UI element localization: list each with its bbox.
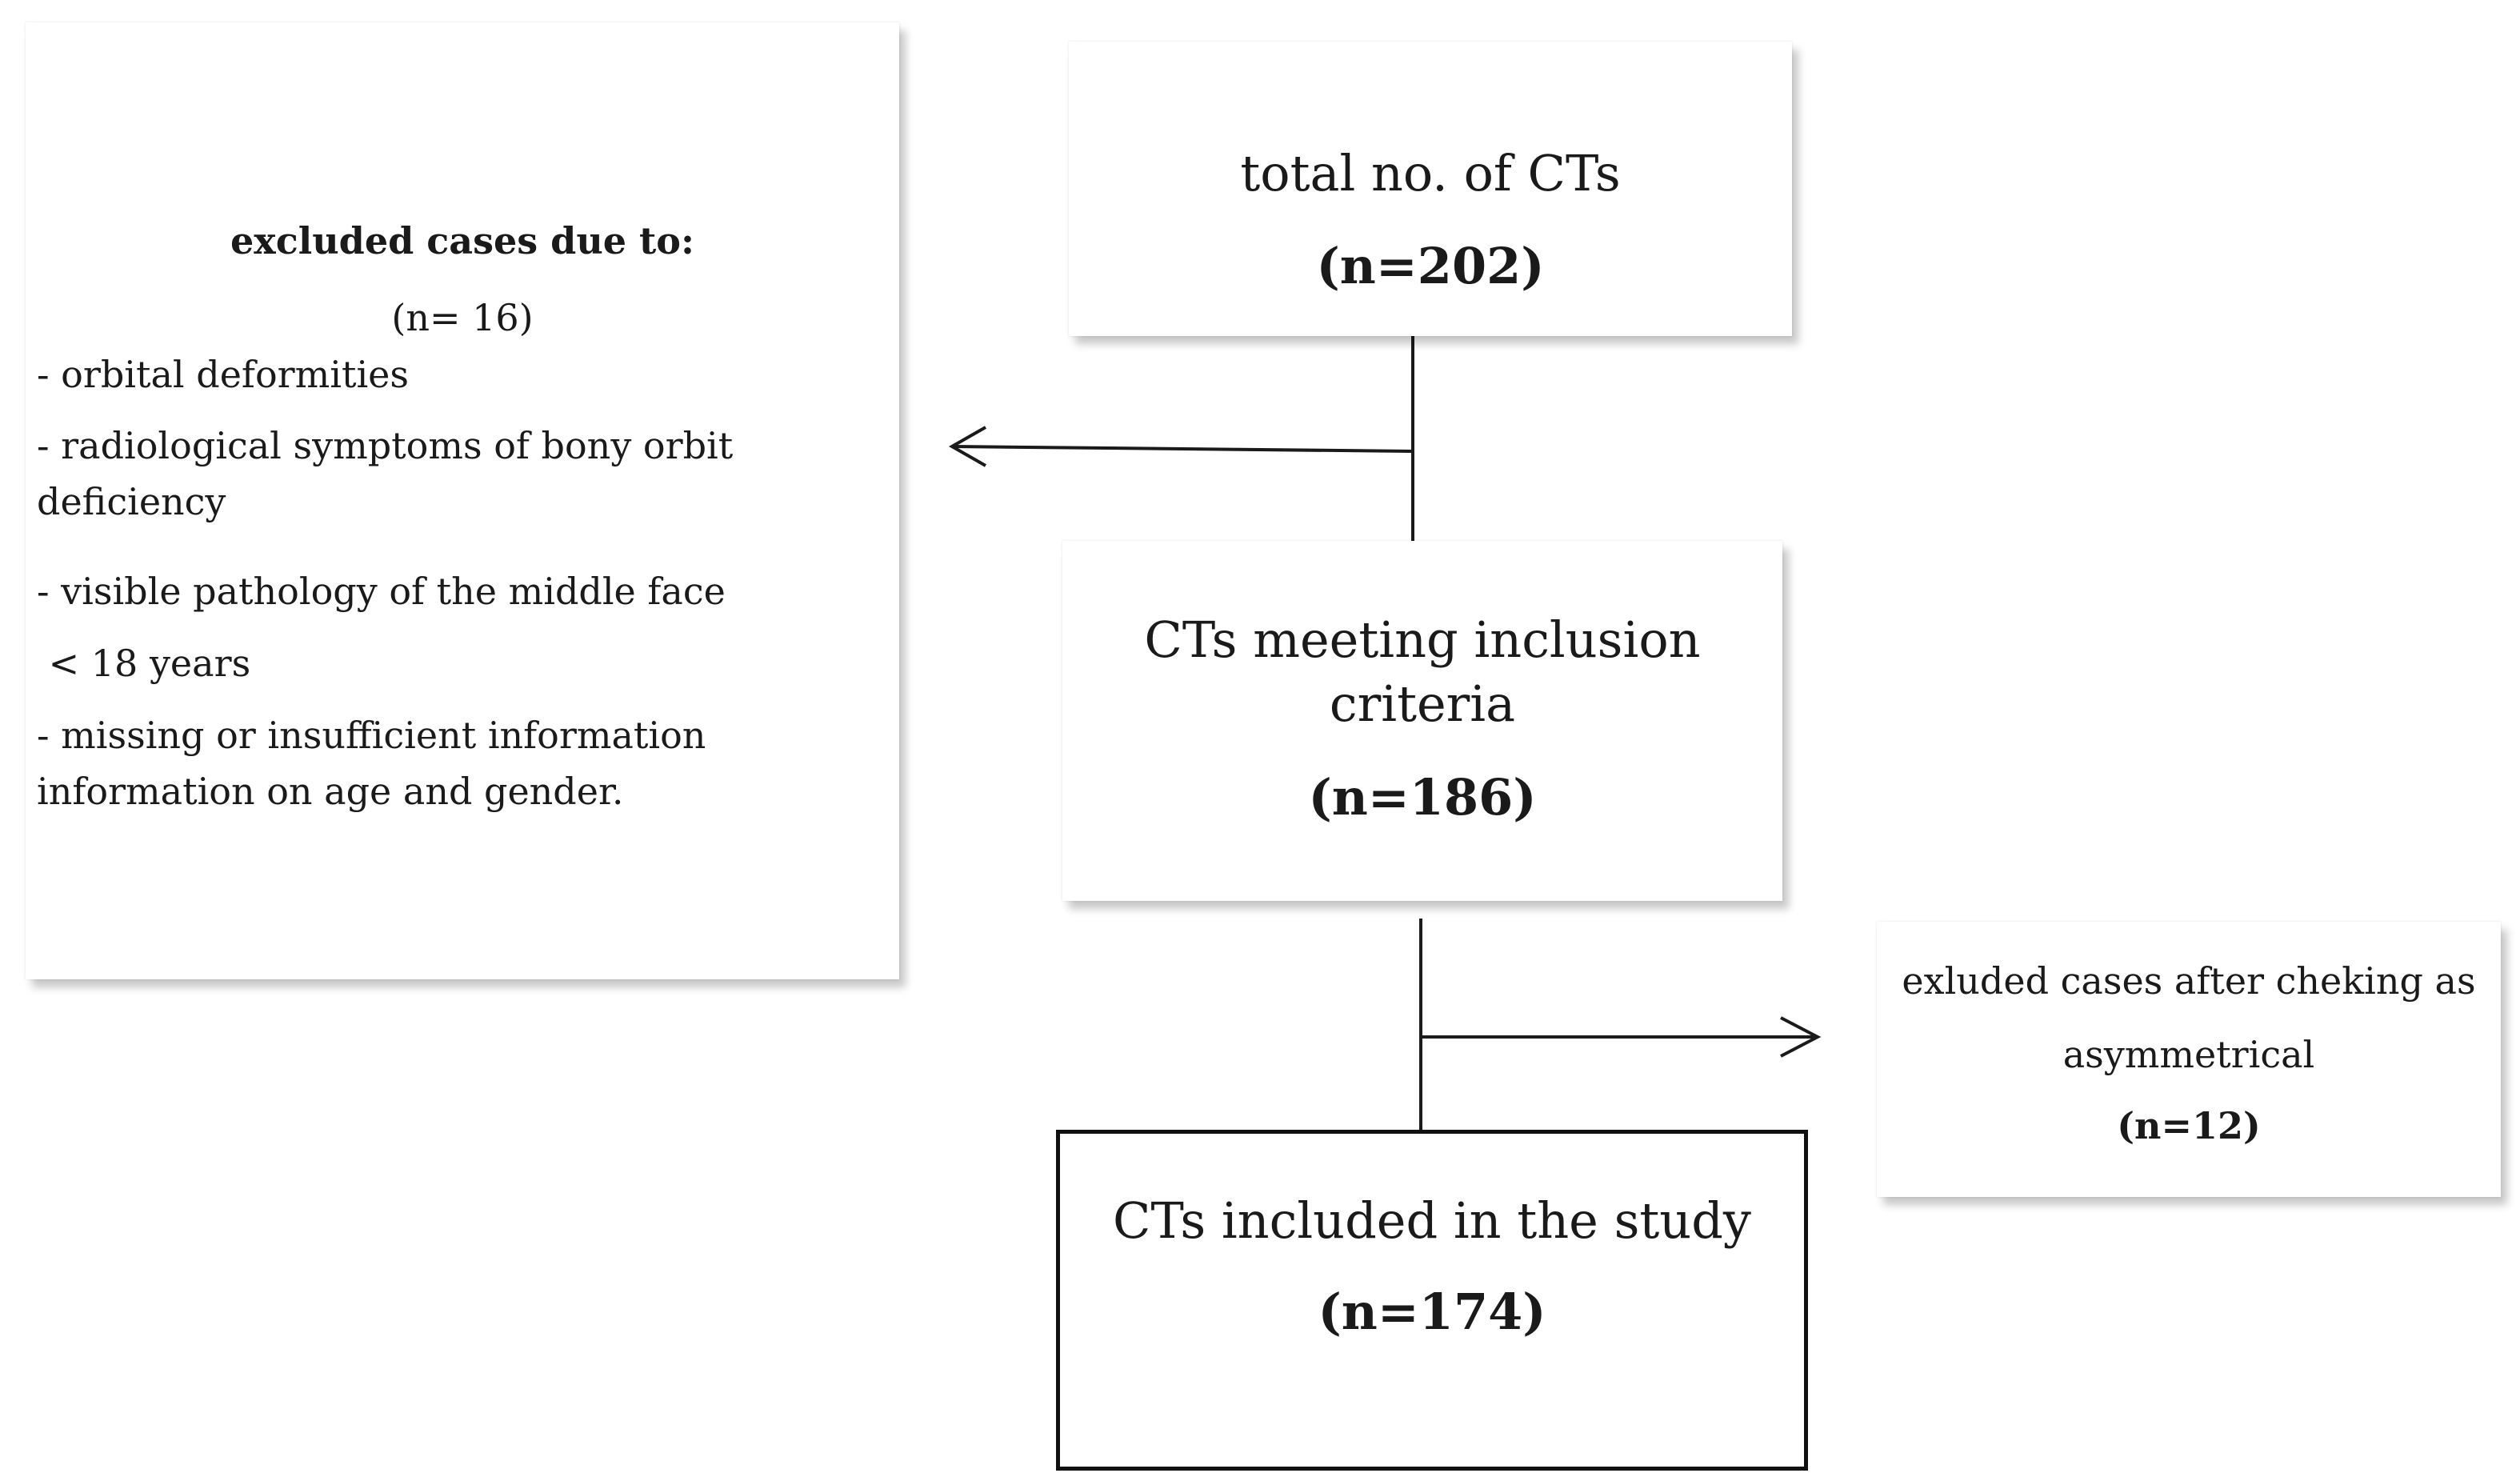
inclusion-title: CTs meeting inclusion criteria bbox=[1144, 610, 1701, 733]
asymmetrical-count: (n=12) bbox=[2117, 1104, 2261, 1147]
total-title: total no. of CTs bbox=[1240, 144, 1621, 202]
inclusion-criteria-box: CTs meeting inclusion criteria (n=186) bbox=[1062, 541, 1782, 901]
excluded-count: (n= 16) bbox=[391, 296, 534, 339]
connector-to-excluded bbox=[951, 445, 1414, 453]
excluded-reason: - visible pathology of the middle face bbox=[37, 570, 726, 613]
excluded-reason: - missing or insufficient information in… bbox=[37, 714, 706, 813]
excluded-cases-box: excluded cases due to: (n= 16) - orbital… bbox=[26, 22, 899, 979]
excluded-reason: - orbital deformities bbox=[37, 353, 409, 396]
excluded-reason: - radiological symptoms of bony orbit de… bbox=[37, 424, 734, 523]
included-count: (n=174) bbox=[1318, 1283, 1546, 1341]
asymmetrical-title: exluded cases after cheking as asymmetri… bbox=[1902, 959, 2476, 1076]
arrowhead-asymmetrical bbox=[1780, 1016, 1822, 1058]
included-study-box: CTs included in the study (n=174) bbox=[1056, 1130, 1808, 1471]
asymmetrical-excluded-box: exluded cases after cheking as asymmetri… bbox=[1877, 922, 2501, 1197]
included-title: CTs included in the study bbox=[1113, 1191, 1751, 1250]
inclusion-count: (n=186) bbox=[1308, 768, 1537, 827]
arrowhead-excluded bbox=[948, 426, 986, 467]
excluded-reason: < 18 years bbox=[37, 642, 251, 685]
total-count: (n=202) bbox=[1316, 237, 1545, 295]
total-cts-box: total no. of CTs (n=202) bbox=[1069, 42, 1792, 336]
excluded-heading: excluded cases due to: bbox=[230, 219, 694, 262]
